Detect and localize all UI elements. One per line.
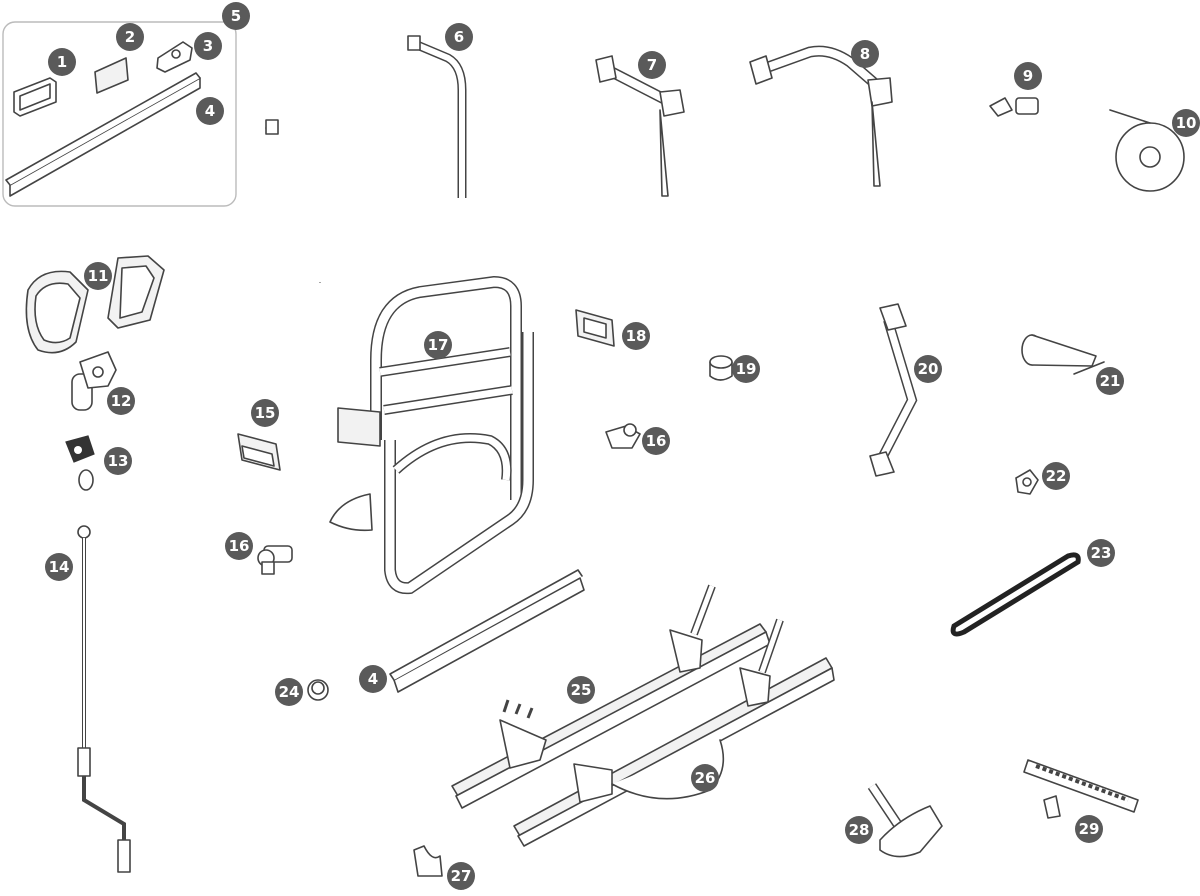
part-19-ring [709,355,733,381]
callout-4-lower: 4 [359,665,387,693]
part-9-pin-set [989,97,1039,117]
svg-text:4: 4 [205,102,215,120]
part-16-connector-right [605,423,641,449]
svg-text:29: 29 [1079,820,1100,838]
callout-5: 5 [222,2,250,30]
part-24-cap [307,679,329,701]
callout-15: 15 [251,399,279,427]
part-4-rail-lower [389,569,585,693]
callout-24: 24 [275,678,303,706]
svg-text:8: 8 [860,45,870,63]
svg-text:25: 25 [571,681,592,699]
svg-text:17: 17 [428,336,449,354]
svg-text:6: 6 [454,28,464,46]
callout-8: 8 [851,40,879,68]
part-2-plate [94,57,129,94]
part-7-arm [595,55,685,197]
part-28-wheel-holder [867,783,943,858]
callout-3: 3 [194,32,222,60]
part-27-clip [413,845,443,877]
callout-23: 23 [1087,539,1115,567]
callout-29: 29 [1075,815,1103,843]
svg-text:5: 5 [231,7,241,25]
part-12-lock [71,351,117,411]
part-25-wheel-carrier [451,584,771,809]
part-17-carrier-frame [329,275,534,595]
part-14-crank-rod [77,525,131,873]
part-10-tape-roll [1109,109,1185,192]
callout-18: 18 [622,322,650,350]
callout-25: 25 [567,676,595,704]
callout-4: 4 [196,97,224,125]
svg-text:21: 21 [1100,372,1121,390]
part-8-arm [749,45,893,187]
callout-1: 1 [48,48,76,76]
callout-12: 12 [107,387,135,415]
svg-text:22: 22 [1046,467,1067,485]
callout-14: 14 [45,553,73,581]
svg-text:1: 1 [57,53,67,71]
callout-20: 20 [914,355,942,383]
part-group-5-box [2,21,237,207]
part-1-end-cap [13,77,57,117]
svg-text:16: 16 [229,537,250,555]
svg-text:7: 7 [647,56,657,74]
svg-text:9: 9 [1023,67,1033,85]
part-3-bracket [156,41,193,73]
callout-19: 19 [732,355,760,383]
callout-22: 22 [1042,462,1070,490]
part-26-wheel-carrier [513,618,835,847]
svg-text:12: 12 [111,392,132,410]
callout-26: 26 [691,764,719,792]
callout-9: 9 [1014,62,1042,90]
svg-text:19: 19 [736,360,757,378]
callout-17: 17 [424,331,452,359]
callout-6: 6 [445,23,473,51]
svg-text:18: 18 [626,327,647,345]
svg-text:27: 27 [451,867,472,885]
part-15-cover [237,433,281,471]
callout-28: 28 [845,816,873,844]
part-20-arm [869,303,918,477]
callout-10: 10 [1172,109,1200,137]
svg-text:16: 16 [646,432,667,450]
part-left-tube [265,119,323,283]
svg-text:3: 3 [203,37,213,55]
svg-text:26: 26 [695,769,716,787]
svg-text:4: 4 [368,670,378,688]
part-22-knob [1015,469,1039,495]
svg-text:28: 28 [849,821,870,839]
callout-16-left: 16 [225,532,253,560]
svg-text:2: 2 [125,28,135,46]
svg-text:15: 15 [255,404,276,422]
part-16-connector-left [257,545,293,575]
part-29-strap-clip [1023,759,1139,819]
svg-text:13: 13 [108,452,129,470]
svg-text:14: 14 [49,558,70,576]
svg-text:11: 11 [88,267,109,285]
part-18-plate [575,309,615,347]
part-4-rail-upper [5,72,201,197]
callout-21: 21 [1096,367,1124,395]
callout-11: 11 [84,262,112,290]
part-21-strap [1021,334,1105,375]
svg-text:20: 20 [918,360,939,378]
svg-text:24: 24 [279,683,300,701]
callout-7: 7 [638,51,666,79]
part-23-band [950,552,1081,637]
svg-text:10: 10 [1176,114,1197,132]
part-13-lock-ring [65,435,95,491]
part-6-tube [407,35,467,198]
callout-27: 27 [447,862,475,890]
callout-13: 13 [104,447,132,475]
svg-text:23: 23 [1091,544,1112,562]
part-11-covers [25,255,165,354]
callout-2: 2 [116,23,144,51]
callout-16-right: 16 [642,427,670,455]
